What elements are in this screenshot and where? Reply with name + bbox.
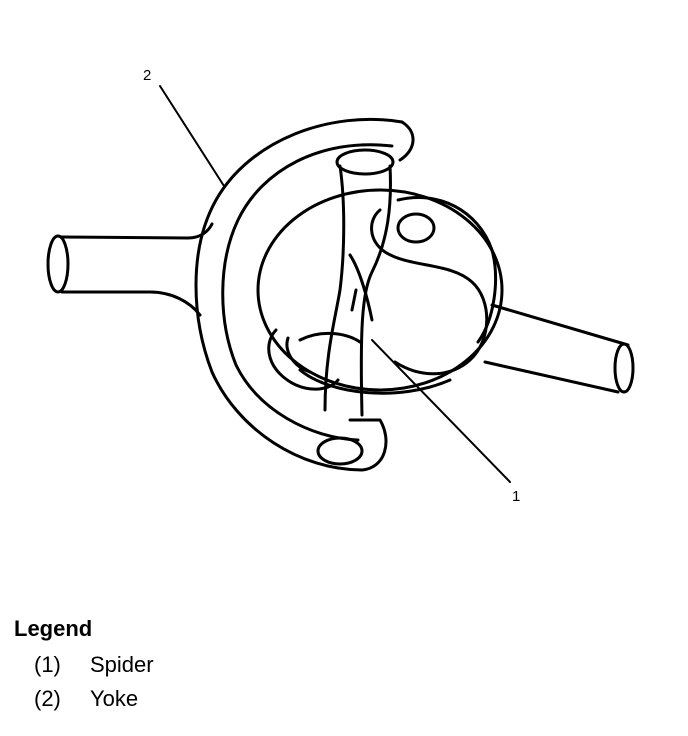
yoke-front xyxy=(194,117,415,472)
legend-item-spider: (1) Spider xyxy=(34,648,154,682)
legend-title: Legend xyxy=(14,616,93,641)
legend-item-number: (1) xyxy=(34,652,61,677)
spider xyxy=(298,148,395,417)
leader-line-1 xyxy=(371,339,511,483)
yoke-back xyxy=(256,188,504,395)
bearing-lug-right xyxy=(370,195,498,376)
legend-item-label: Yoke xyxy=(90,686,139,711)
leader-line-2 xyxy=(159,85,225,187)
legend-item-yoke: (2) Yoke xyxy=(34,682,154,716)
legend: Legend (1) Spider (2) Yoke xyxy=(14,616,154,716)
callout-1: 1 xyxy=(512,488,520,505)
legend-item-label: Spider xyxy=(90,652,154,677)
left-shaft xyxy=(46,222,214,317)
legend-item-number: (2) xyxy=(34,686,61,711)
universal-joint-diagram: 2 1 xyxy=(46,67,635,505)
callout-2: 2 xyxy=(143,67,151,84)
right-shaft xyxy=(483,303,635,394)
bearing-cup-lower xyxy=(267,328,340,391)
